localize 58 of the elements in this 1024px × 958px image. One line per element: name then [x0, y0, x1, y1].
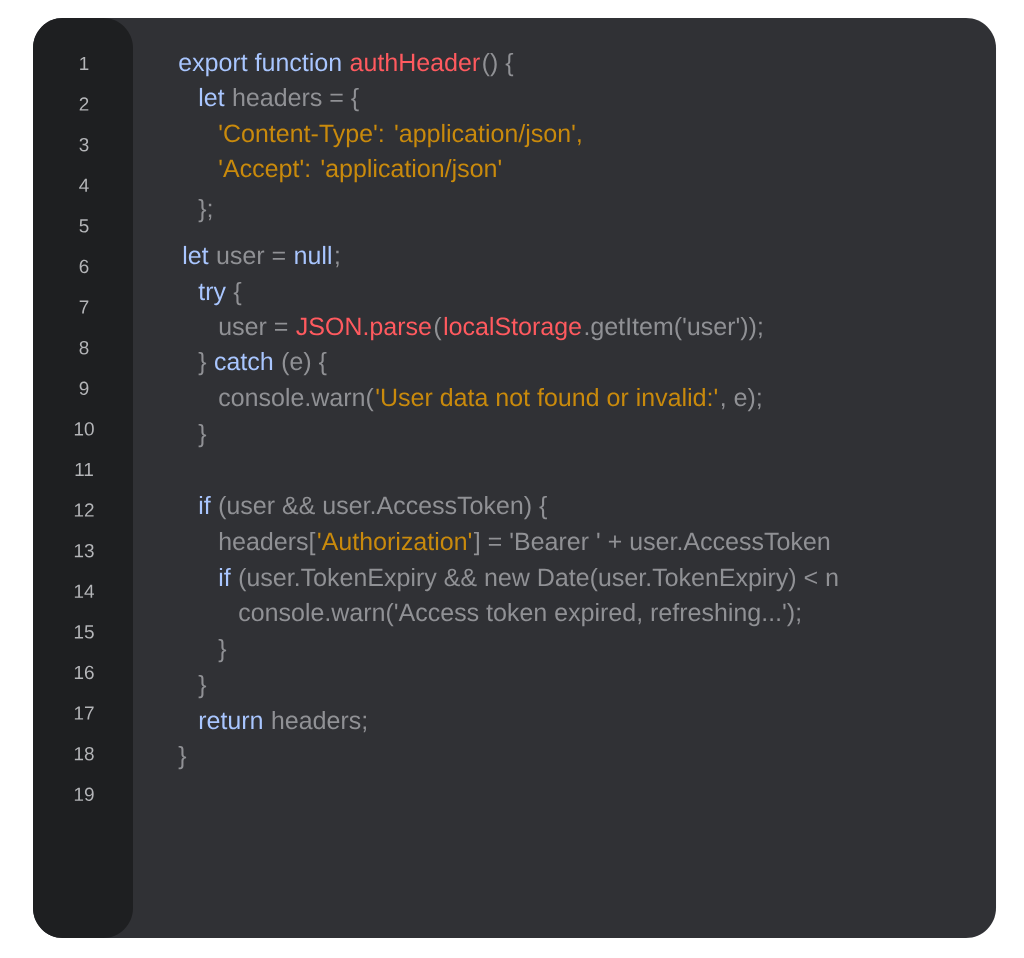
code-text: catch: [215, 351, 273, 371]
code-text: }: [198, 674, 207, 699]
code-text: null: [295, 245, 331, 265]
code-text: if: [219, 567, 231, 586]
code-text: user =: [219, 321, 288, 336]
code-text: export function: [179, 52, 341, 77]
code-text: () {: [483, 52, 514, 77]
code-text: let: [183, 245, 209, 265]
code-text: headers[: [219, 531, 316, 556]
code-text: headers = {: [233, 87, 359, 112]
line-number: 13: [74, 543, 94, 558]
code-text: headers;: [272, 710, 366, 733]
code-text: return: [199, 712, 262, 730]
code-text: 'Content-Type': 'application/json',: [219, 123, 581, 148]
line-number: 15: [74, 625, 94, 639]
line-number: 16: [74, 665, 94, 680]
line-number: 2: [79, 97, 89, 111]
code-text: }: [218, 638, 227, 663]
line-number: 17: [74, 706, 94, 720]
line-number: 18: [74, 746, 94, 761]
code-text: (user && user.AccessToken) {: [219, 495, 547, 520]
code-text: authHeader: [350, 52, 480, 72]
code-text: JSON.parse: [296, 317, 431, 341]
line-number: 4: [79, 178, 89, 192]
line-number: 7: [79, 300, 89, 314]
code-text: 'Authorization': [318, 531, 472, 551]
code-text: if: [199, 495, 211, 514]
code-text: }: [178, 745, 187, 770]
line-number: 6: [79, 259, 89, 274]
line-number: 10: [74, 422, 94, 436]
line-number: 9: [79, 381, 89, 395]
code-text: ] = 'Bearer ' + user.AccessToken: [473, 531, 830, 556]
code-text: console.warn('Access token expired, refreshing...');: [239, 602, 800, 627]
code-text: let: [199, 87, 225, 107]
code-text: }: [198, 423, 207, 448]
code-text: };: [198, 198, 212, 223]
code-text: (user.TokenExpiry && new Date(user.TokenExpiry) < n: [239, 567, 838, 592]
code-text: .getItem('user'));: [585, 316, 762, 341]
code-text: 'Accept': 'application/json': [219, 158, 501, 183]
line-number: 3: [79, 137, 89, 152]
line-number: 14: [74, 584, 94, 598]
code-text: ;: [336, 250, 339, 268]
line-number: 1: [80, 56, 89, 70]
line-number: 19: [74, 787, 94, 801]
line-number: 12: [74, 503, 94, 517]
line-number: 5: [79, 219, 89, 233]
code-text: user =: [217, 250, 285, 265]
code-text: {: [233, 281, 242, 306]
line-number: 8: [79, 340, 89, 355]
code-text: console.warn(: [219, 387, 374, 412]
code-text: try: [198, 283, 226, 306]
code-text: (: [434, 316, 442, 341]
code-text: 'User data not found or invalid:': [376, 387, 717, 407]
code-text: }: [198, 351, 207, 376]
line-number: 11: [75, 462, 93, 476]
code-text: localStorage: [444, 316, 581, 341]
code-text: (e) {: [282, 351, 327, 376]
code-text: , e);: [721, 387, 761, 412]
